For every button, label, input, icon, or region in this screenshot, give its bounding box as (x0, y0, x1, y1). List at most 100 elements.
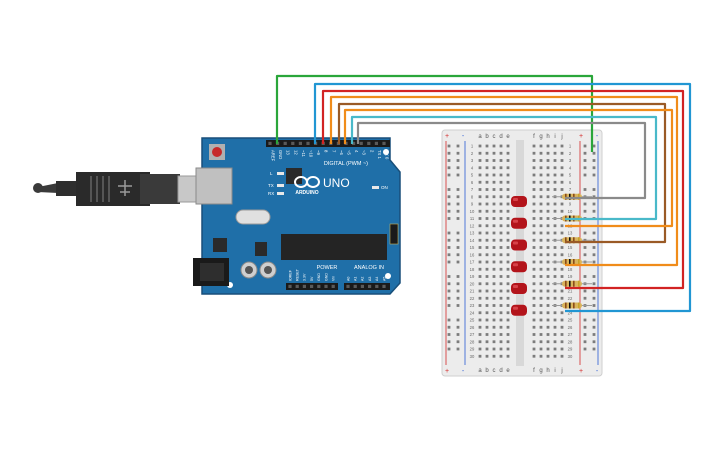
row-label: 19 (568, 274, 573, 279)
resistor-band (573, 193, 575, 200)
jumper-wire[interactable] (350, 115, 658, 221)
row-label: 23 (470, 303, 475, 308)
digital-pin-hole (268, 141, 272, 145)
red-led[interactable] (511, 217, 527, 229)
bb-hole (546, 231, 550, 235)
wire-group[interactable] (275, 74, 692, 313)
digital-pin-label: 8 (324, 150, 329, 153)
bb-hole (539, 246, 543, 249)
resistor[interactable] (552, 259, 592, 265)
bb-hole (532, 267, 536, 271)
row-label: 24 (470, 310, 475, 315)
led-group[interactable] (511, 196, 527, 316)
rail-hole (583, 296, 587, 300)
jumper-wire[interactable] (337, 102, 667, 244)
rail-hole (592, 325, 596, 329)
bb-hole (539, 144, 543, 148)
bb-hole (532, 173, 536, 177)
reset-button-icon[interactable] (209, 144, 225, 160)
analog-pin-header[interactable] (344, 283, 390, 290)
bb-hole (560, 202, 564, 206)
rail-hole (447, 195, 451, 199)
rail-hole (456, 275, 460, 278)
capacitor-top (245, 266, 253, 274)
bb-hole (499, 260, 503, 264)
bb-hole (553, 209, 557, 213)
rail-hole (583, 246, 587, 249)
bb-hole (506, 224, 510, 228)
bb-hole (499, 304, 503, 307)
bb-hole (560, 354, 564, 358)
resistor-band (569, 280, 571, 287)
bb-hole (485, 246, 489, 249)
jumper-wire[interactable] (356, 121, 647, 200)
rail-hole (447, 347, 451, 351)
bb-hole (532, 238, 536, 242)
jumper-wire[interactable] (275, 74, 594, 152)
rail-hole (592, 340, 596, 344)
bb-hole (478, 180, 482, 184)
row-label: 11 (470, 216, 475, 221)
digital-pin-hole (367, 141, 371, 145)
resistor[interactable] (552, 302, 592, 309)
led-label-on: ON (381, 185, 388, 190)
row-label: 22 (470, 296, 475, 301)
rail-hole (456, 253, 460, 257)
red-led[interactable] (511, 283, 527, 294)
power-header-label: POWER (317, 265, 338, 271)
bb-hole (478, 333, 482, 336)
bb-hole (553, 173, 557, 177)
rail-hole (456, 166, 460, 170)
bb-hole (553, 224, 557, 228)
row-label: 26 (470, 325, 475, 330)
bb-hole (560, 253, 564, 257)
led-highlight (513, 285, 518, 288)
rail-hole (456, 188, 460, 191)
rail-hole (456, 202, 460, 206)
bb-hole (506, 304, 510, 307)
jumper-wire[interactable] (313, 82, 692, 313)
red-led[interactable] (511, 239, 527, 251)
row-label: 18 (568, 267, 573, 272)
bb-hole (506, 151, 510, 155)
bb-hole (532, 347, 536, 351)
bb-hole (492, 217, 496, 220)
digital-pin-label: ~6 (339, 150, 344, 155)
row-label: 27 (470, 332, 475, 337)
resistor-band (565, 280, 567, 287)
led-highlight (513, 263, 518, 267)
led-body (511, 239, 527, 251)
bb-hole (499, 231, 503, 235)
power-pin-label: GND (324, 273, 328, 281)
jumper-wire[interactable] (329, 95, 679, 267)
digital-pin-label: 7 (331, 150, 336, 153)
red-led[interactable] (511, 261, 527, 273)
bb-hole (546, 275, 550, 278)
bb-hole (478, 151, 482, 155)
jumper-wire[interactable] (321, 89, 685, 290)
led-label-l: L (270, 171, 273, 176)
bb-hole (553, 311, 557, 315)
usb-cable-icon[interactable] (33, 172, 209, 206)
row-label: 10 (568, 209, 573, 214)
digital-pin-header[interactable] (266, 140, 390, 147)
bb-hole (560, 180, 564, 184)
jumper-wire[interactable] (343, 108, 674, 228)
bb-hole (499, 318, 503, 322)
red-led[interactable] (511, 196, 527, 207)
row-label: 10 (470, 209, 475, 214)
bb-hole (485, 347, 489, 351)
rail-hole (592, 209, 596, 213)
red-led[interactable] (511, 304, 527, 316)
bottom-header-pins (288, 284, 386, 288)
column-label: b (485, 134, 489, 140)
bb-hole (539, 333, 543, 336)
rail-hole (447, 260, 451, 264)
resistor[interactable] (552, 280, 592, 287)
bb-hole (478, 289, 482, 293)
row-label: 18 (470, 267, 475, 272)
bb-hole (506, 311, 510, 315)
